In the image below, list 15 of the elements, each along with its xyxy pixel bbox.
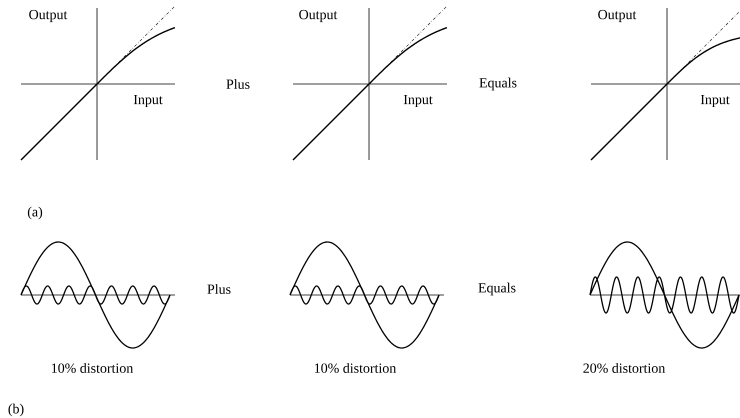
axis-label: Output [299, 10, 338, 22]
operator-label: Plus [226, 79, 250, 89]
axis-label: Input [700, 94, 730, 108]
panel-label: (a) [28, 206, 42, 220]
axis-label: Output [29, 10, 68, 22]
axis-label: Output [598, 10, 636, 22]
caption-label: 10% distortion [52, 363, 134, 373]
axis-label: Input [404, 94, 433, 108]
operator-label: Plus [207, 284, 231, 294]
axis-label: Input [134, 94, 163, 108]
operator-label: Equals [479, 78, 516, 90]
operator-label: Equals [478, 282, 516, 296]
caption-label: 20% distortion [583, 363, 666, 373]
panel-label: (b) [8, 404, 24, 416]
caption-label: 10% distortion [314, 363, 396, 373]
